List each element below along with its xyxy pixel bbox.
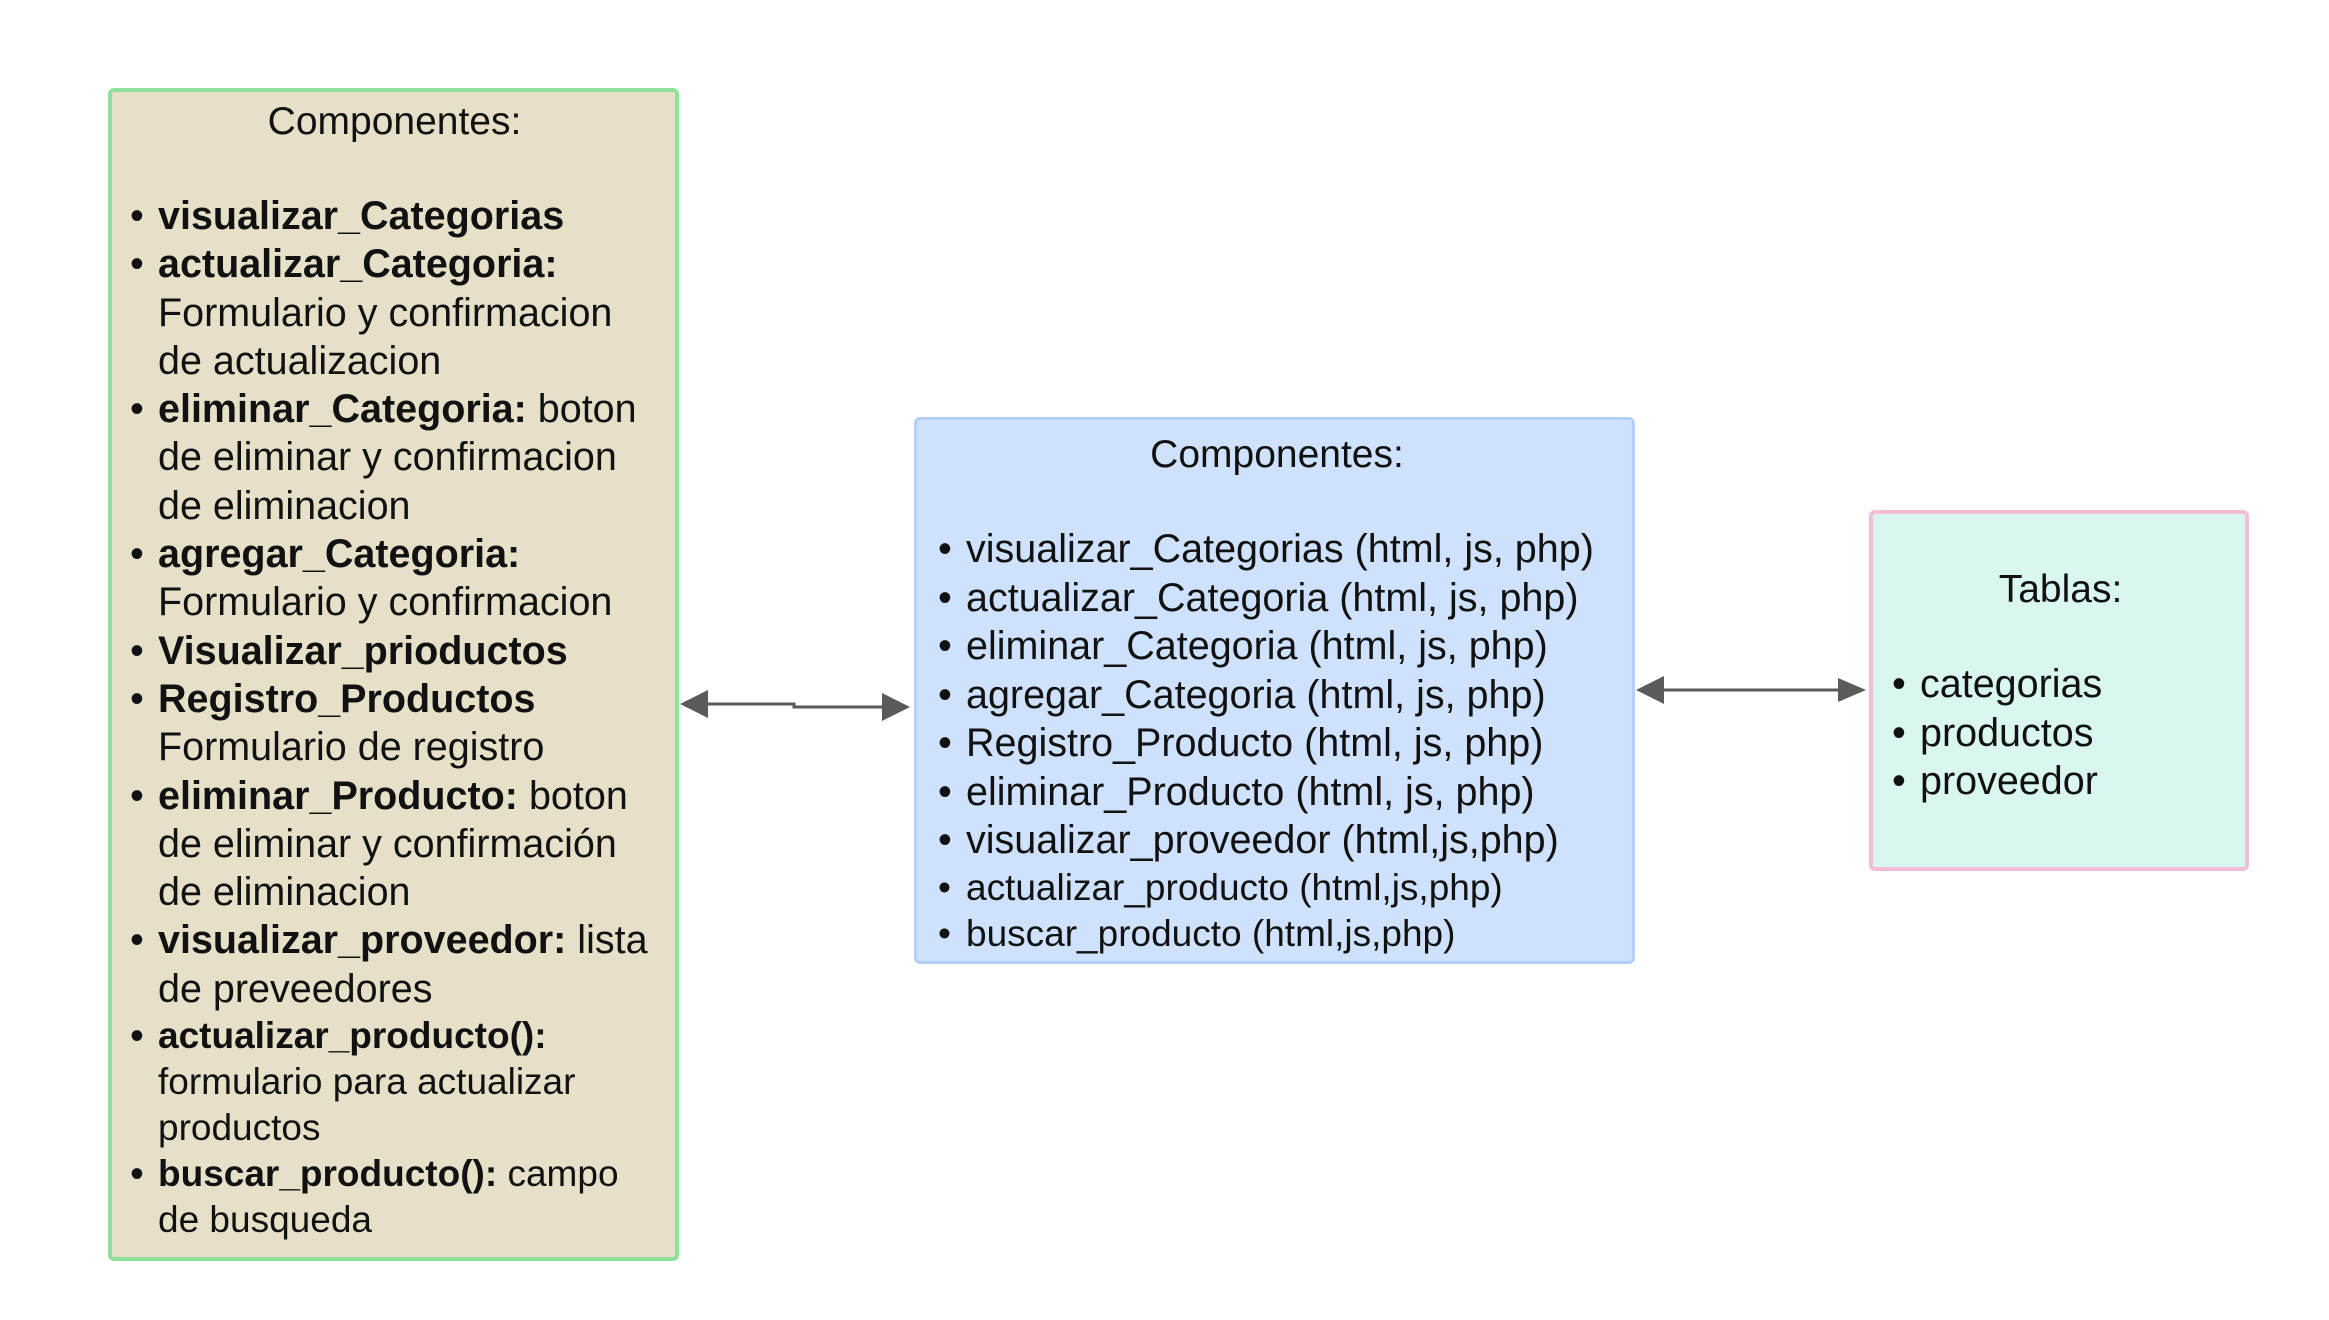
item-name: Visualizar_prioductos	[158, 628, 568, 673]
box-title: Componentes:	[267, 100, 522, 143]
item-name: actualizar_producto():	[158, 1015, 547, 1057]
arrowhead-right	[882, 693, 910, 721]
box-title: Componentes:	[1150, 433, 1404, 476]
arrowhead-left	[680, 690, 708, 718]
list-item: eliminar_Categoria (html, js, php)	[938, 622, 1616, 671]
item-description: Formulario de registro	[158, 725, 545, 770]
arrowhead-left	[1636, 676, 1664, 704]
list-item: visualizar_proveedor: lista de preveedor…	[130, 916, 659, 1013]
list-item: eliminar_Categoria: boton de eliminar y …	[130, 385, 659, 530]
list-item: actualizar_Categoria: Formulario y confi…	[130, 240, 659, 385]
components-box-files: Componentes: visualizar_Categorias (html…	[914, 417, 1635, 964]
item-description: boton de eliminar y confirmacion de elim…	[158, 387, 637, 528]
item-description: campo de busqueda	[158, 1153, 619, 1241]
item-name: visualizar_Categorias	[158, 194, 565, 238]
bidirectional-arrow-left-middle	[680, 690, 910, 721]
list-item: Registro_Producto (html, js, php)	[938, 719, 1616, 768]
item-description: lista de preveedores	[158, 918, 648, 1011]
item-name: visualizar_proveedor:	[158, 918, 567, 963]
component-list: visualizar_Categorias actualizar_Categor…	[130, 192, 659, 1243]
list-item: actualizar_producto (html,js,php)	[938, 865, 1616, 912]
components-box-frontend: Componentes: visualizar_Categorias actua…	[108, 88, 679, 1261]
item-name: agregar_Categoria:	[158, 532, 521, 577]
list-item: actualizar_producto(): formulario para a…	[130, 1013, 659, 1151]
list-item: actualizar_Categoria (html, js, php)	[938, 574, 1616, 623]
list-item: visualizar_proveedor (html,js,php)	[938, 816, 1616, 865]
list-item: Registro_Productos Formulario de registr…	[130, 675, 659, 772]
list-item: proveedor	[1892, 757, 2229, 806]
box-title: Tablas:	[1998, 568, 2123, 611]
item-description: formulario para actualizar productos	[158, 1061, 576, 1149]
list-item: agregar_Categoria: Formulario y confirma…	[130, 530, 659, 627]
list-item: categorias	[1892, 660, 2229, 709]
item-name: eliminar_Categoria:	[158, 387, 527, 432]
item-description: boton de eliminar y confirmación de elim…	[158, 773, 628, 915]
arrowhead-right	[1838, 678, 1866, 702]
list-item: eliminar_Producto (html, js, php)	[938, 768, 1616, 817]
bidirectional-arrow-middle-right	[1636, 676, 1866, 704]
table-list: categorias productos proveedor	[1892, 660, 2229, 806]
list-item: buscar_producto (html,js,php)	[938, 911, 1616, 958]
item-name: actualizar_Categoria:	[158, 242, 558, 287]
list-item: Visualizar_prioductos	[130, 627, 659, 676]
list-item: visualizar_Categorias (html, js, php)	[938, 525, 1616, 574]
item-description: Formulario y confirmacion de actualizaci…	[158, 290, 613, 383]
list-item: eliminar_Producto: boton de eliminar y c…	[130, 772, 659, 917]
tables-box: Tablas: categorias productos proveedor	[1869, 510, 2249, 871]
list-item: agregar_Categoria (html, js, php)	[938, 671, 1616, 720]
item-description: Formulario y confirmacion	[158, 580, 613, 625]
component-list: visualizar_Categorias (html, js, php) ac…	[938, 525, 1616, 958]
list-item: buscar_producto(): campo de busqueda	[130, 1151, 659, 1243]
list-item: visualizar_Categorias	[130, 192, 659, 241]
item-name: eliminar_Producto:	[158, 773, 518, 818]
list-item: productos	[1892, 709, 2229, 758]
item-name: buscar_producto():	[158, 1153, 498, 1195]
item-name: Registro_Productos	[158, 676, 536, 721]
